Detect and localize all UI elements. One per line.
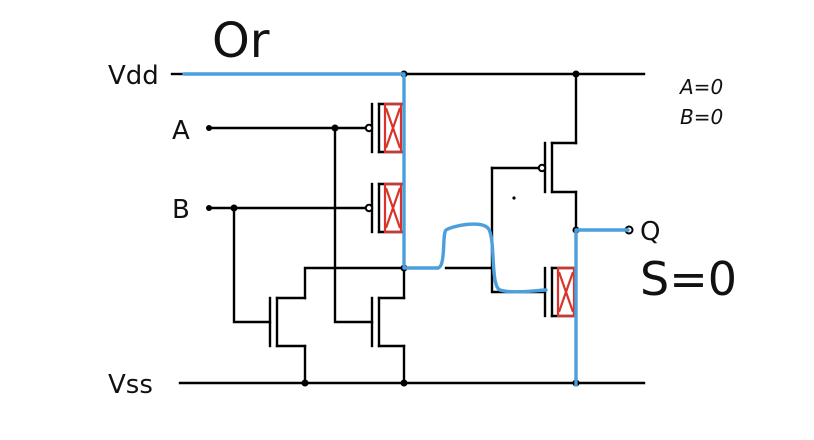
inverter-nmos-transistor (543, 266, 578, 385)
inverter-gate-wire (444, 166, 494, 270)
input-a-wire (206, 124, 368, 132)
inverter-vdd-junction (572, 70, 580, 78)
pmos-b-off-cross-icon (383, 182, 403, 234)
vss-junction-left (301, 379, 309, 387)
pmos-a-off-cross-icon (383, 102, 403, 154)
nmos-b-transistor (268, 296, 307, 385)
nor-node-wire (303, 266, 406, 300)
output-state-label: S=0 (640, 252, 737, 306)
highlight-path-output-to-vss (574, 228, 630, 387)
gate-a-to-nmos (333, 126, 374, 324)
stray-mark (512, 196, 516, 200)
output-q-label: Q (640, 217, 660, 247)
input-a-label: A (172, 116, 190, 146)
note-a-value: A=0 (678, 75, 723, 99)
note-b-value: B=0 (680, 105, 723, 129)
diagram-title: Or (212, 13, 270, 69)
input-b-label: B (172, 195, 190, 225)
inverter-nmos-off-cross-icon (556, 266, 576, 318)
nmos-a-transistor (370, 266, 406, 385)
highlight-path-vdd-to-nor (182, 72, 440, 270)
input-b-wire (206, 204, 368, 212)
gate-b-to-nmos (232, 206, 272, 324)
vss-label: Vss (108, 370, 153, 400)
highlight-path-nor-to-gate (436, 222, 548, 294)
vdd-label: Vdd (108, 61, 159, 91)
vss-junction-mid (400, 379, 408, 387)
inverter-pmos-transistor (537, 72, 578, 270)
